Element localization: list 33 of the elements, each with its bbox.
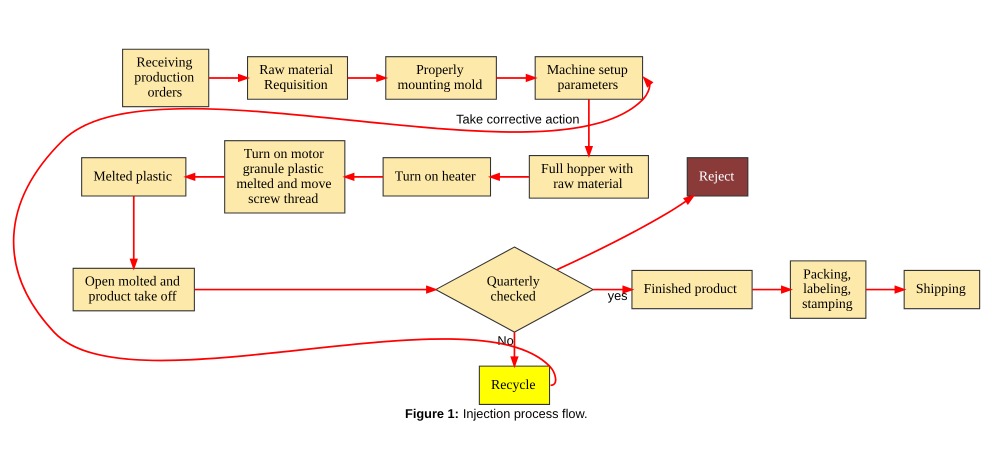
arrow [556,194,695,270]
node-box: Full hopper with raw material [528,154,648,198]
edge-label: Take corrective action [456,111,579,126]
arrow [592,284,634,294]
node-box: Recycle [478,365,550,404]
edge-label: yes [607,287,628,302]
node-box: Finished product [630,269,752,309]
node-box: Raw material Requisition [246,56,348,100]
node-box: Receiving production orders [122,48,209,107]
node-diamond: Quarterly checked [434,246,594,332]
node-box: Properly mounting mold [384,56,496,100]
node-box: Reject [686,156,748,196]
arrow [752,284,792,294]
node-box: Shipping [903,269,980,309]
arrow [510,332,518,368]
arrow [194,284,438,294]
node-box: Turn on motor granule plastic melted and move screw thread [224,140,345,214]
arrow [347,73,388,82]
node-box: Melted plastic [80,156,186,196]
arrow [208,73,250,82]
node-box: Packing, labeling, stamping [789,260,866,318]
arrow [584,99,593,158]
arrow [342,172,383,181]
arrow [12,76,653,386]
arrow [865,284,906,294]
arrow [182,172,224,181]
arrow [496,73,538,82]
node-box: Turn on heater [382,156,491,196]
arrow [129,196,138,270]
node-box: Open molted and product take off [72,267,194,311]
caption: Figure 1: Injection process flow. [404,405,588,420]
arrow [488,172,528,181]
node-box: Machine setup parameters [534,56,643,100]
